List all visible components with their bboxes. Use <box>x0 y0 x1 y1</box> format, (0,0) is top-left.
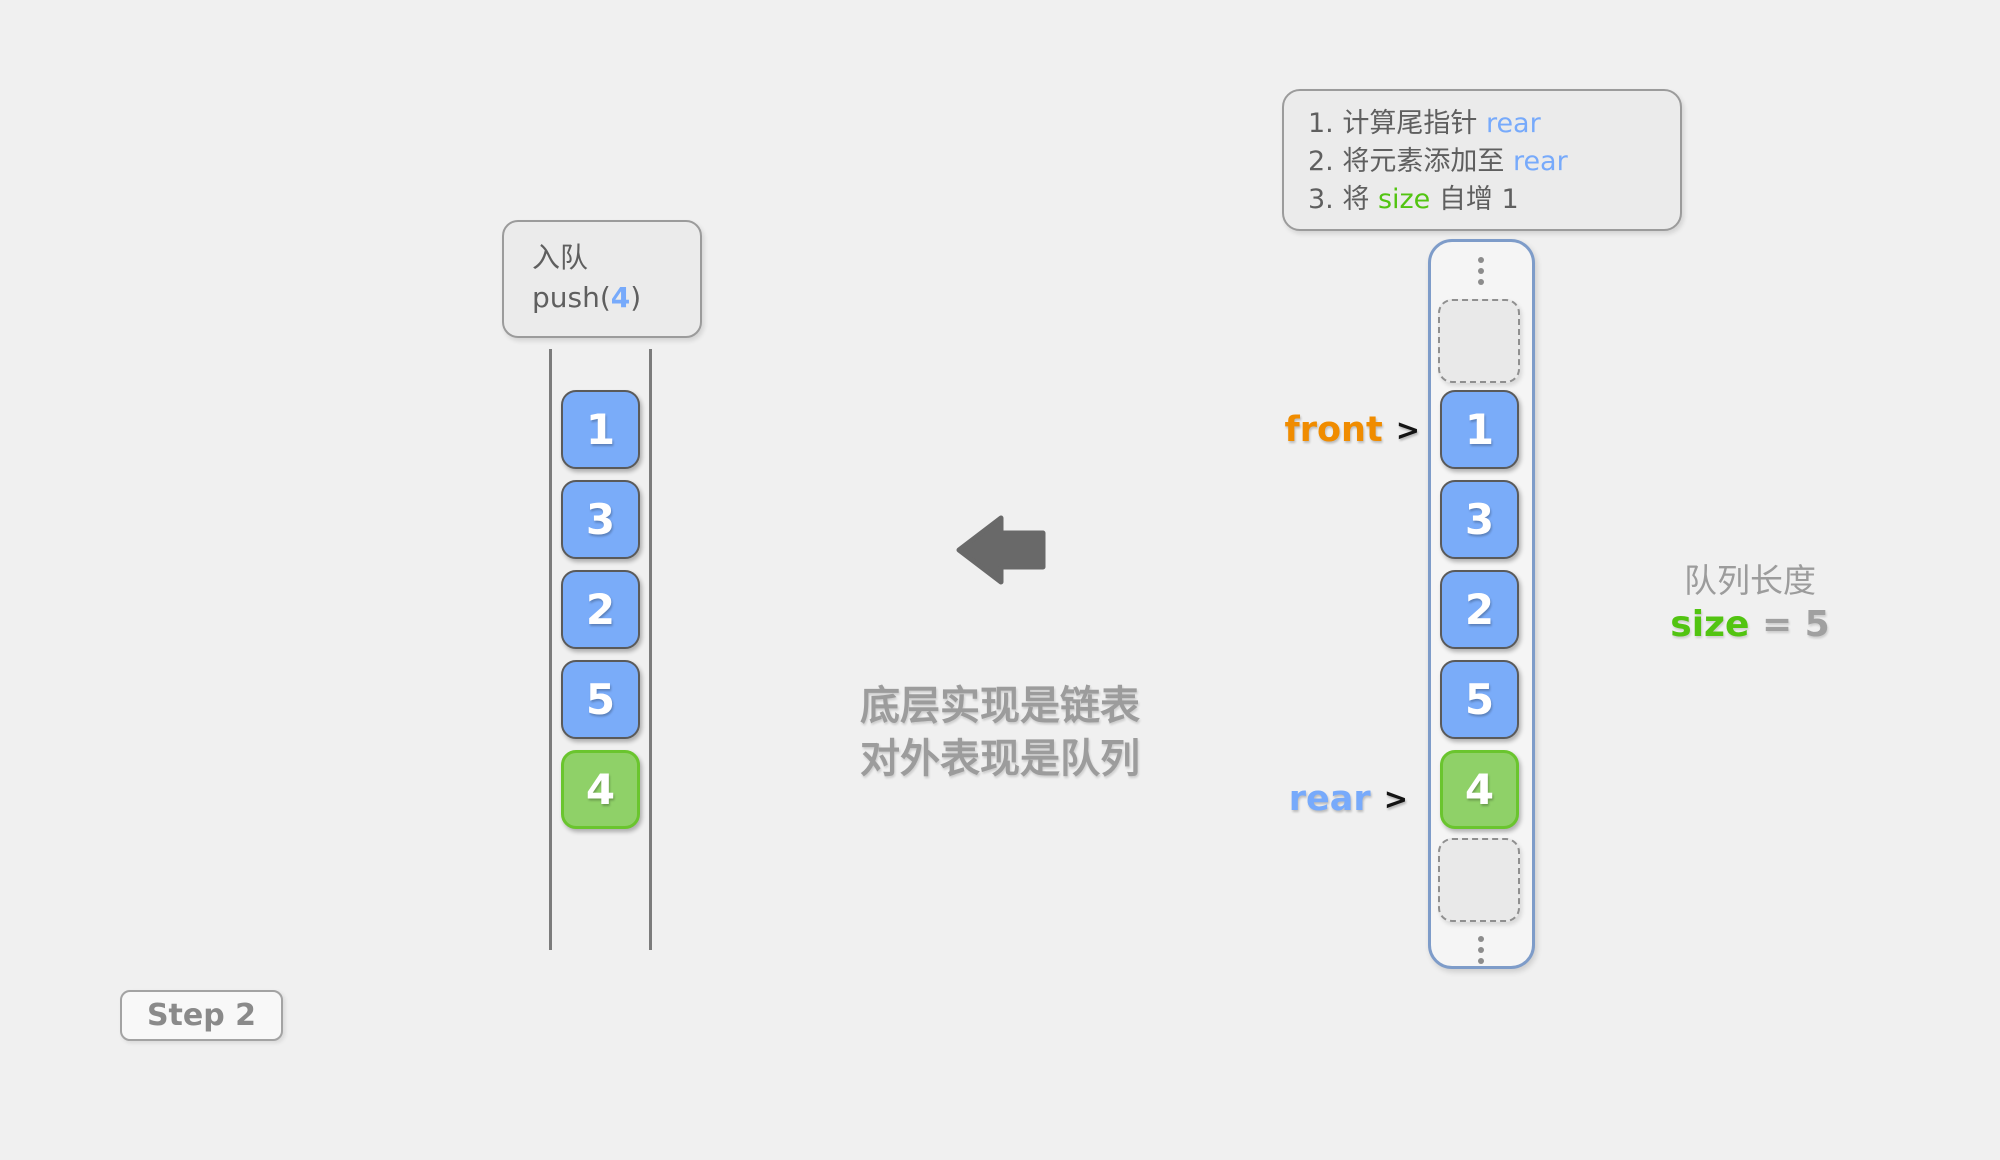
operation-title: 入队 <box>532 241 589 274</box>
step-badge: Step 2 <box>120 990 283 1041</box>
left-queue-cell: 5 <box>561 660 640 739</box>
queue-length-caption: 队列长度 <box>1684 561 1816 600</box>
queue-wall-left <box>549 349 552 950</box>
size-keyword: size <box>1670 604 1750 645</box>
caption-line-1: 底层实现是链表 <box>860 683 1140 729</box>
enqueue-operation-box: 入队 push(4) <box>502 220 702 338</box>
note-line-2-highlight: rear <box>1512 146 1568 177</box>
operation-call-suffix: ) <box>630 281 642 314</box>
right-queue-cell-new: 4 <box>1440 750 1519 829</box>
note-line-3-suffix: 自增 1 <box>1430 184 1519 215</box>
left-queue-cell: 3 <box>561 480 640 559</box>
note-line-2: 2. 将元素添加至 rear <box>1308 143 1680 181</box>
note-line-3: 3. 将 size 自增 1 <box>1308 181 1680 219</box>
procedure-note-box: 1. 计算尾指针 rear 2. 将元素添加至 rear 3. 将 size 自… <box>1282 89 1682 231</box>
queue-size-expression: size = 5 <box>1640 602 1860 648</box>
note-line-1-prefix: 1. 计算尾指针 <box>1308 108 1486 139</box>
operation-call-prefix: push( <box>532 281 611 314</box>
note-line-3-prefix: 3. 将 <box>1308 184 1378 215</box>
front-pointer: front > <box>1150 410 1421 450</box>
right-queue-cell: 1 <box>1440 390 1519 469</box>
front-pointer-chevron-icon: > <box>1395 413 1420 447</box>
queue-length-block: 队列长度 size = 5 <box>1640 560 1860 648</box>
right-queue-cell: 5 <box>1440 660 1519 739</box>
left-queue-cell: 1 <box>561 390 640 469</box>
left-arrow-icon <box>956 515 1046 585</box>
note-line-1-highlight: rear <box>1485 108 1541 139</box>
size-value: = 5 <box>1761 604 1830 645</box>
rear-pointer-label: rear <box>1288 779 1371 819</box>
note-line-1: 1. 计算尾指针 rear <box>1308 105 1680 143</box>
rear-pointer: rear > <box>1138 779 1408 819</box>
left-queue-cell: 2 <box>561 570 640 649</box>
queue-wall-right <box>649 349 652 950</box>
right-queue-cell: 3 <box>1440 480 1519 559</box>
empty-slot-bottom <box>1438 838 1520 922</box>
empty-slot-top <box>1438 299 1520 383</box>
ellipsis-bottom-icon <box>1478 936 1484 964</box>
rear-pointer-chevron-icon: > <box>1383 782 1408 816</box>
operation-call-arg: 4 <box>610 281 631 314</box>
note-line-2-prefix: 2. 将元素添加至 <box>1308 146 1513 177</box>
operation-call: push(4) <box>532 278 700 318</box>
caption-line-2: 对外表现是队列 <box>860 736 1140 782</box>
front-pointer-label: front <box>1284 410 1383 450</box>
right-queue-cell: 2 <box>1440 570 1519 649</box>
note-line-3-highlight: size <box>1377 184 1431 215</box>
ellipsis-top-icon <box>1478 257 1484 285</box>
center-caption: 底层实现是链表 对外表现是队列 <box>800 680 1200 786</box>
left-queue-cell-new: 4 <box>561 750 640 829</box>
